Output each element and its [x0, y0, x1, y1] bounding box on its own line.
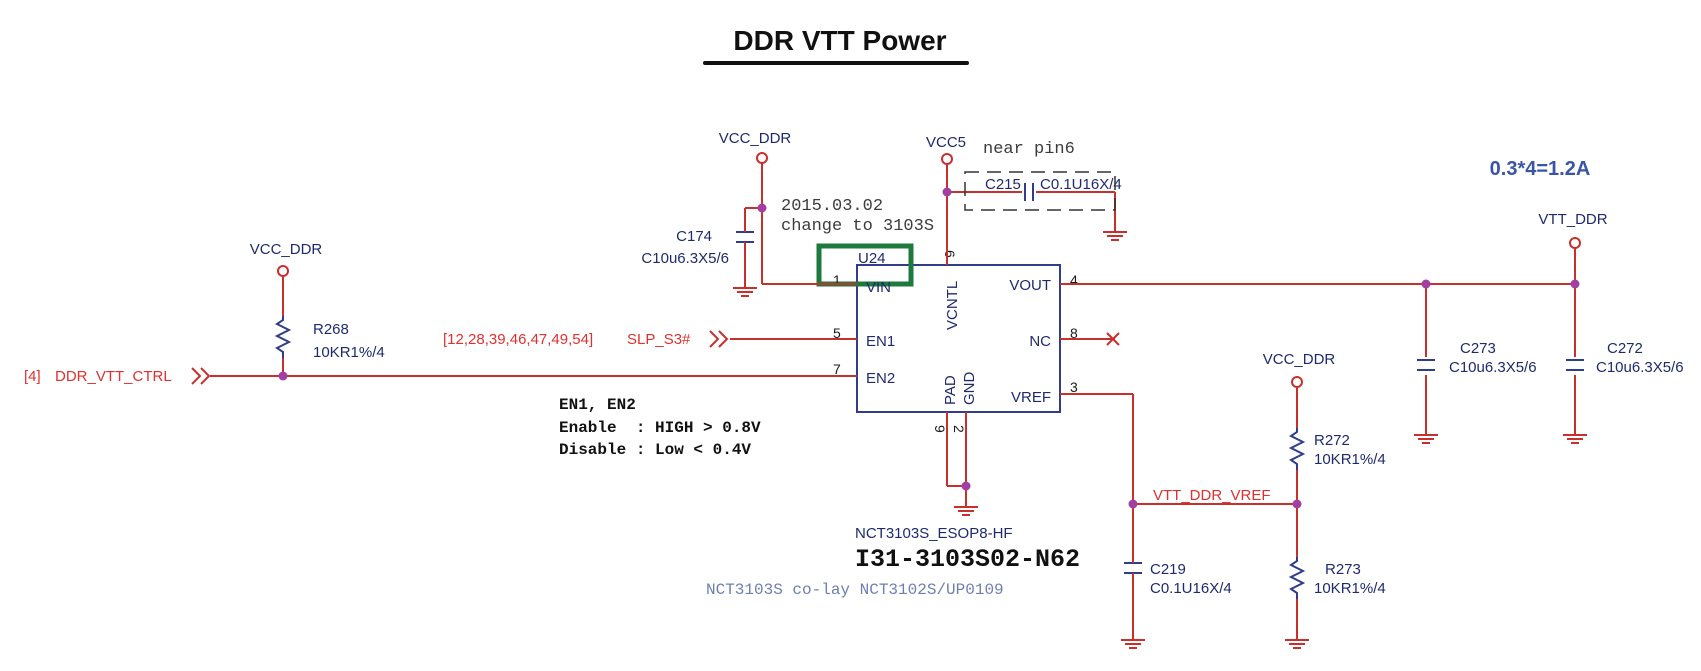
junction-dot: [1421, 279, 1431, 289]
pin-num-nc: 8: [1070, 325, 1078, 341]
ic-colay-note: NCT3103S co-lay NCT3102S/UP0109: [706, 581, 1004, 599]
wire-vref: [1060, 387, 1298, 640]
ic-part-label: NCT3103S_ESOP8-HF: [855, 525, 1013, 542]
vtt-ddr-symbol: [1569, 237, 1581, 249]
ground-icon-c219: [1121, 639, 1145, 649]
vcc-ddr-right-label: VCC_DDR: [1263, 351, 1336, 368]
vcc-ddr-top-symbol: [756, 152, 768, 164]
vcc-ddr-left-symbol: [277, 265, 289, 277]
ground-icon-c273: [1414, 434, 1438, 444]
junction-dot: [1292, 499, 1302, 509]
capacitor-c215-symbol: [1024, 183, 1034, 201]
ground-icon-c174: [733, 287, 757, 297]
slp-s3-sheetref: [12,28,39,46,47,49,54]: [443, 331, 593, 348]
junction-dot: [1128, 499, 1138, 509]
vcc-ddr-right-symbol: [1291, 376, 1303, 388]
en-spec-title: EN1, EN2: [559, 396, 636, 414]
r273-value: 10KR1%/4: [1314, 580, 1386, 597]
junction-dot: [1570, 279, 1580, 289]
vcc5-symbol: [941, 153, 953, 165]
pin-num-vcntl: 6: [942, 250, 958, 258]
capacitor-c272-symbol: [1566, 359, 1584, 371]
c174-value: C10u6.3X5/6: [641, 250, 729, 267]
pin-num-vin: 1: [833, 272, 841, 288]
r272-ref: R272: [1314, 432, 1350, 449]
wire-nc: [1060, 332, 1120, 346]
ground-icon-r273: [1285, 639, 1309, 649]
ic-refdes: U24: [858, 250, 886, 267]
junction-dot: [961, 481, 971, 491]
pin-name-vcntl: VCNTL: [944, 281, 961, 330]
pin-name-nc: NC: [1029, 333, 1051, 350]
resistor-r272-symbol: [1288, 428, 1306, 470]
capacitor-c273-symbol: [1417, 359, 1435, 371]
current-calc-note: 0.3*4=1.2A: [1490, 158, 1591, 180]
vtt-ddr-vref-label: VTT_DDR_VREF: [1153, 487, 1271, 504]
c272-value: C10u6.3X5/6: [1596, 359, 1684, 376]
u24-highlight-box: [816, 243, 914, 287]
pin-name-vin: VIN: [866, 279, 891, 296]
c272-ref: C272: [1607, 340, 1643, 357]
pin-num-en2: 7: [833, 361, 841, 377]
c273-ref: C273: [1460, 340, 1496, 357]
slp-s3-offpage-icon: [709, 330, 729, 348]
c174-ref: C174: [676, 228, 712, 245]
wire-vin: [744, 162, 857, 288]
wire-en2: [210, 271, 857, 377]
pin-name-vref: VREF: [1011, 389, 1051, 406]
r268-value: 10KR1%/4: [313, 344, 385, 361]
slp-s3-label: SLP_S3#: [627, 331, 691, 348]
c273-value: C10u6.3X5/6: [1449, 359, 1537, 376]
resistor-r268-symbol: [274, 316, 292, 358]
ddr-vtt-ctrl-offpage-icon: [191, 367, 211, 385]
vcc-ddr-top-label: VCC_DDR: [719, 130, 792, 147]
page-title: DDR VTT Power: [733, 25, 946, 56]
change-note-date: 2015.03.02: [781, 197, 883, 216]
ddr-vtt-ctrl-label: DDR_VTT_CTRL: [55, 368, 172, 385]
near-pin6-region: [964, 171, 1116, 211]
capacitor-c219-symbol: [1124, 560, 1142, 579]
pin-name-en1: EN1: [866, 333, 895, 350]
ic-part-number: I31-3103S02-N62: [855, 545, 1080, 574]
near-pin6-note: near pin6: [983, 140, 1075, 159]
c219-ref: C219: [1150, 561, 1186, 578]
pin-num-vout: 4: [1070, 272, 1078, 288]
resistor-r273-symbol: [1288, 557, 1306, 599]
en-spec-enable: Enable : HIGH > 0.8V: [559, 419, 761, 437]
wire-vout: [1060, 247, 1576, 435]
pin-num-en1: 5: [833, 325, 841, 341]
vcc5-label: VCC5: [926, 134, 966, 151]
junction-dots: [278, 187, 1580, 509]
junction-dot: [942, 187, 952, 197]
pin-name-vout: VOUT: [1009, 277, 1051, 294]
ground-icon-c215: [1103, 231, 1127, 241]
pin-name-en2: EN2: [866, 370, 895, 387]
c219-value: C0.1U16X/4: [1150, 580, 1232, 597]
pin-num-gnd: 2: [951, 425, 967, 433]
r272-value: 10KR1%/4: [1314, 451, 1386, 468]
en-spec-disable: Disable : Low < 0.4V: [559, 441, 751, 459]
pin-num-pad: 9: [932, 425, 948, 433]
c215-ref: C215: [985, 176, 1021, 193]
r268-ref: R268: [313, 321, 349, 338]
pin-name-pad: PAD: [942, 375, 959, 405]
ground-icon-c272: [1563, 434, 1587, 444]
junction-dot: [757, 203, 767, 213]
pin-num-vref: 3: [1070, 379, 1078, 395]
junction-dot: [278, 371, 288, 381]
vtt-ddr-label: VTT_DDR: [1538, 211, 1607, 228]
r273-ref: R273: [1325, 561, 1361, 578]
pin-name-gnd: GND: [961, 372, 978, 406]
ddr-vtt-ctrl-sheetref: [4]: [24, 368, 41, 385]
vcc-ddr-left-label: VCC_DDR: [250, 241, 323, 258]
c215-value: C0.1U16X/4: [1040, 176, 1122, 193]
change-note-text: change to 3103S: [781, 217, 934, 236]
ground-icon-ic: [954, 506, 978, 516]
capacitor-c174-symbol: [736, 228, 754, 248]
